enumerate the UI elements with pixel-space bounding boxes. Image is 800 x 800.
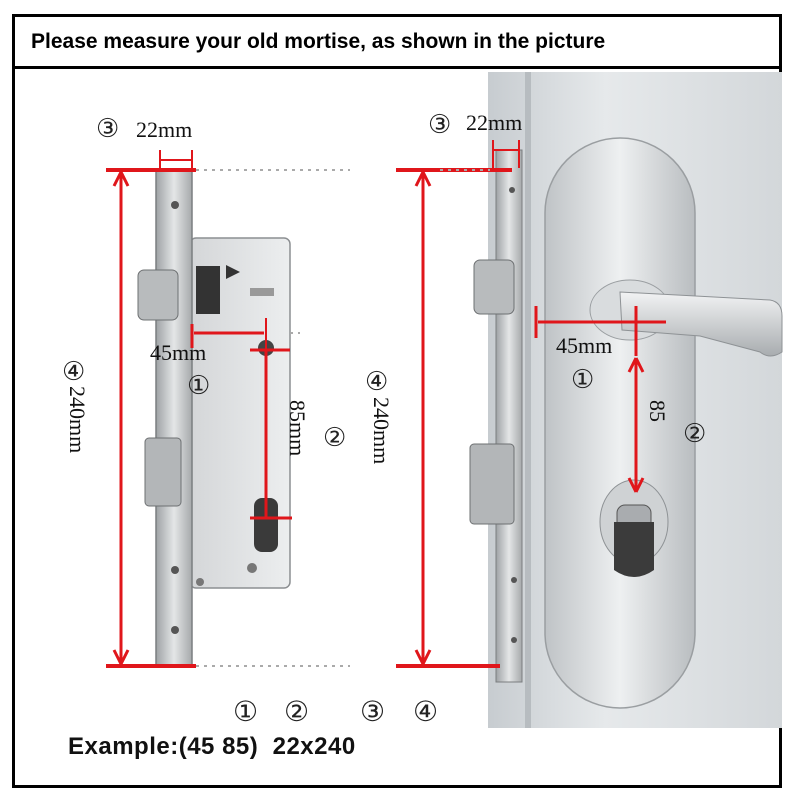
right-marker-1: ① <box>571 365 594 395</box>
right-marker-2: ② <box>683 419 706 449</box>
example-text: Example:(45 85) 22x240 <box>68 733 356 760</box>
latch-bolt <box>137 269 179 321</box>
left-marker-2: ② <box>323 423 346 453</box>
door-trim-plate <box>544 137 696 709</box>
right-length-label: 240mm <box>369 397 394 464</box>
example-marker-1: ① <box>233 695 259 728</box>
left-faceplate-width-label: 22mm <box>136 117 192 142</box>
faceplate <box>155 169 193 667</box>
left-measure-lines <box>106 150 292 668</box>
header-title: Please measure your old mortise, as show… <box>31 29 606 53</box>
left-marker-3: ③ <box>96 114 119 144</box>
left-center-distance-label: 85mm <box>285 400 310 456</box>
left-marker-1: ① <box>187 371 210 401</box>
right-marker-3: ③ <box>428 110 451 140</box>
example-marker-3: ③ <box>360 695 386 728</box>
right-measure-lines <box>396 140 666 668</box>
cylinder-hole <box>254 498 278 552</box>
example-marker-2: ② <box>284 695 310 728</box>
header-banner: Please measure your old mortise, as show… <box>15 17 779 69</box>
right-door-illustration <box>469 72 783 728</box>
right-backset-label: 45mm <box>556 333 612 358</box>
right-marker-4: ④ <box>365 367 388 397</box>
dead-bolt <box>144 437 182 507</box>
left-length-label: 240mm <box>65 386 90 453</box>
right-faceplate-width-label: 22mm <box>466 110 522 135</box>
right-center-distance-label: 85 <box>645 400 670 422</box>
left-guide-dashes <box>196 169 350 667</box>
right-faceplate <box>495 149 523 683</box>
left-marker-4: ④ <box>62 357 85 387</box>
door-lever-handle <box>619 291 783 357</box>
left-backset-label: 45mm <box>150 340 206 365</box>
example-marker-4: ④ <box>413 695 439 728</box>
